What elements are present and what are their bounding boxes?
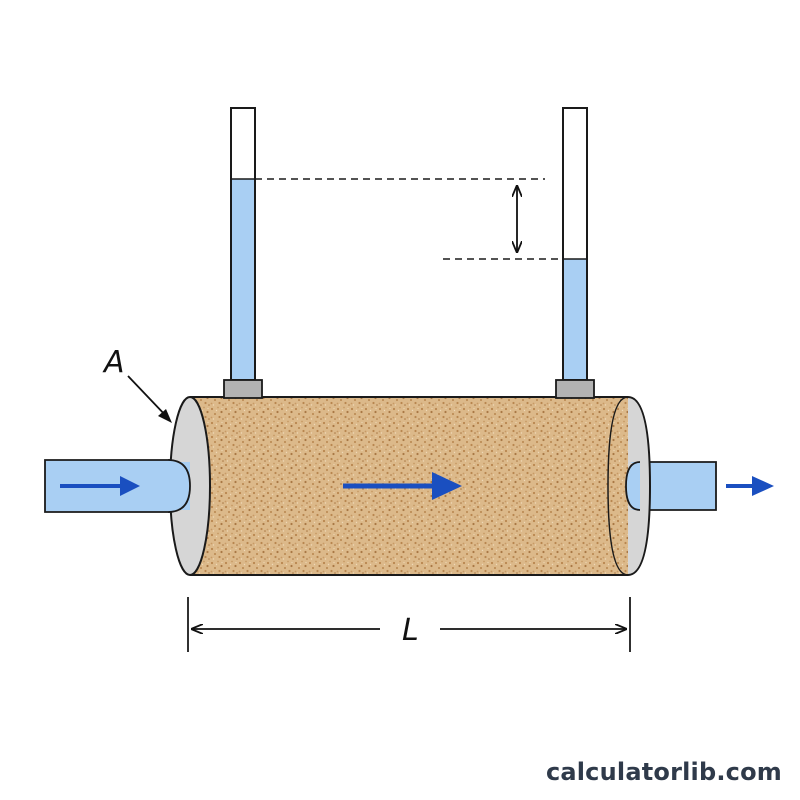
area-leader-arrow-icon [158, 409, 172, 423]
site-watermark[interactable]: calculatorlib.com [545, 758, 782, 786]
length-dimension: L [187, 597, 631, 652]
sand-cylinder [190, 396, 628, 576]
right-piezometer-tube [555, 107, 595, 399]
area-label: A [102, 345, 125, 380]
head-difference-indicator [255, 178, 563, 260]
right-end-cap [607, 396, 652, 576]
area-annotation: A [102, 345, 172, 423]
length-label: L [402, 613, 419, 648]
left-end-cap [167, 396, 211, 576]
left-piezometer-tube [223, 107, 263, 399]
